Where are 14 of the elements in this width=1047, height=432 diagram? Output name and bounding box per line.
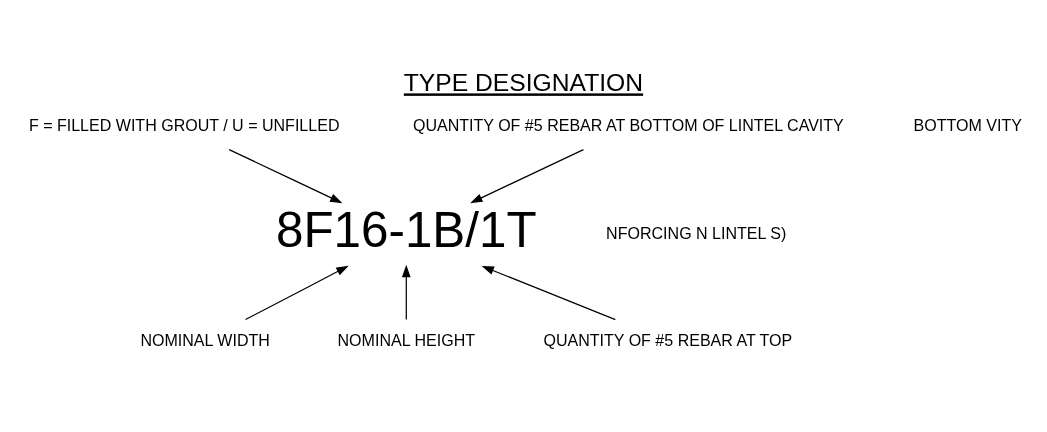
node-text: QUANTITY OF #5 REBAR AT BOTTOM OF LINTEL CAVITY bbox=[412, 116, 844, 135]
arrow bbox=[228, 149, 343, 204]
label: NFORCING N LINTEL S) bbox=[606, 223, 787, 242]
arrow bbox=[470, 149, 585, 204]
node-text: NOMINAL HEIGHT bbox=[337, 331, 476, 350]
arrow bbox=[244, 265, 349, 321]
arrow bbox=[401, 264, 411, 321]
node-text: F = FILLED WITH GROUT / U = UNFILLED bbox=[28, 116, 340, 135]
diagram-title: TYPE DESIGNATION bbox=[403, 69, 644, 97]
arrow bbox=[481, 265, 616, 321]
node-text: QUANTITY OF #5 REBAR AT TOP bbox=[543, 331, 793, 350]
label: BOTTOM VITY bbox=[913, 116, 1022, 135]
node-text: 8F16-1B/1T bbox=[276, 201, 537, 257]
node-text: NOMINAL WIDTH bbox=[140, 331, 270, 350]
